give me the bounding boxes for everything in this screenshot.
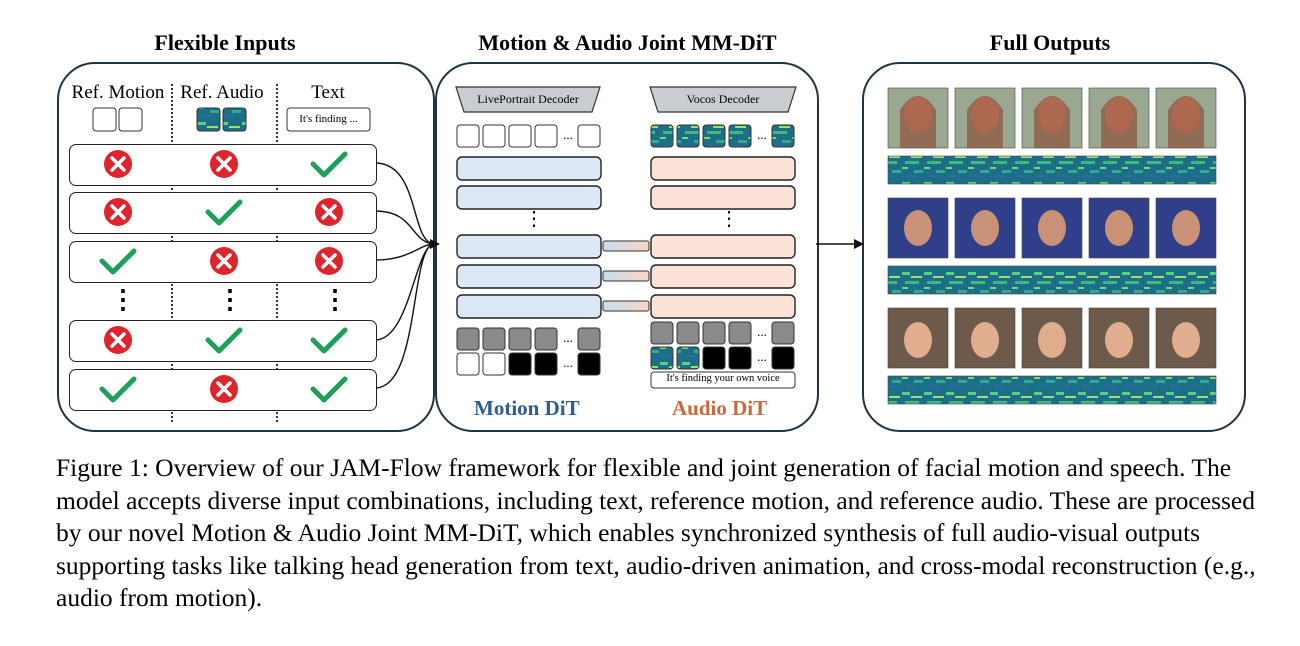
motion-decoder-label: LivePortrait Decoder [477,92,579,106]
motion-dit-label: Motion DiT [474,396,580,420]
audio-token-ellipsis: ... [757,127,767,142]
motion-cond-ellipsis: ... [563,355,573,370]
cross-icon [210,150,238,178]
figure-caption: Figure 1: Overview of our JAM-Flow frame… [56,453,1256,612]
text-input-sample: It's finding ... [299,113,358,125]
motion-token-ellipsis: ... [563,127,573,142]
model-title: Motion & Audio Joint MM-DiT [478,30,777,55]
motion-block-ellipsis: ⋮ [524,208,544,230]
cross-icon [104,150,132,178]
check-icon [310,327,348,354]
cross-icon [104,198,132,226]
vertical-ellipsis: ⋮ [217,285,243,314]
col-ref-motion: Ref. Motion [71,82,165,103]
check-icon [99,376,137,403]
audio-block-ellipsis: ⋮ [719,208,739,230]
audio-decoder-label: Vocos Decoder [686,92,760,106]
check-icon [205,199,243,226]
cross-icon [210,375,238,403]
check-icon [310,151,348,178]
outputs-title: Full Outputs [989,30,1111,55]
cross-icon [315,247,343,275]
check-icon [99,248,137,275]
audio-cond-ellipsis: ... [757,349,767,364]
check-icon [310,376,348,403]
vertical-ellipsis: ⋮ [110,285,136,314]
audio-noise-ellipsis: ... [757,324,767,339]
inputs-title: Flexible Inputs [154,30,296,55]
col-ref-audio: Ref. Audio [180,82,264,103]
vertical-ellipsis: ⋮ [322,285,348,314]
cross-icon [210,247,238,275]
audio-dit-label: Audio DiT [672,396,768,420]
cross-icon [315,198,343,226]
col-text: Text [311,82,345,103]
check-icon [205,327,243,354]
audio-text-input: It's finding your own voice [666,373,780,384]
motion-noise-ellipsis: ... [563,330,573,345]
cross-icon [104,326,132,354]
